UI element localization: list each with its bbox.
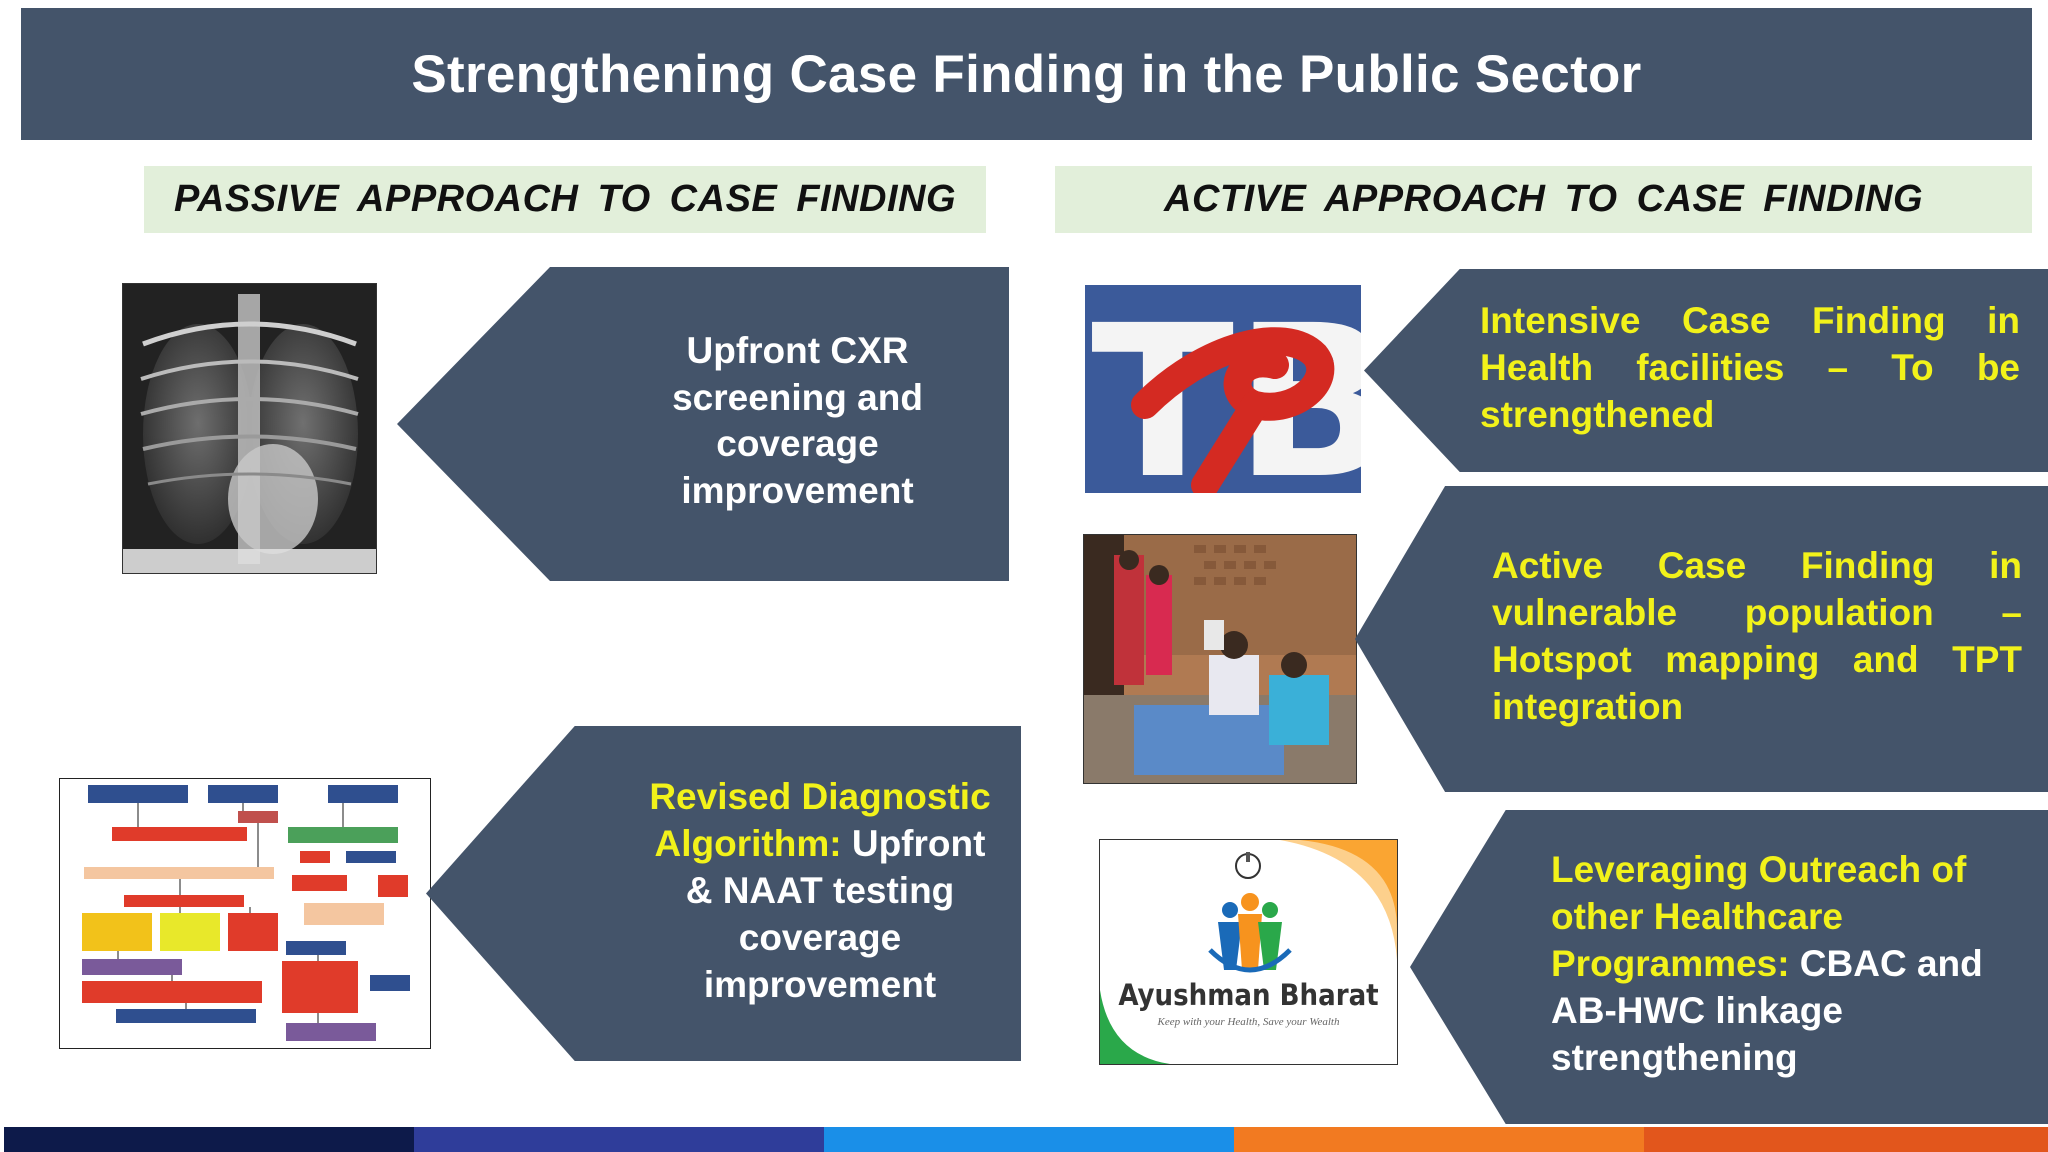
tb-logo-image: TB: [1085, 285, 1361, 493]
diagnostic-algorithm-image: [59, 778, 431, 1049]
intensive-case-finding-text: Intensive Case Finding in Health facilit…: [1480, 300, 2020, 435]
ayushman-bharat-image: Ayushman Bharat Keep with your Health, S…: [1099, 839, 1398, 1065]
footer-band-segment-5: [1644, 1127, 2048, 1152]
active-case-finding-arrow: [1355, 486, 2048, 792]
footer-band-segment-3: [824, 1127, 1234, 1152]
community-screening-photo: [1083, 534, 1357, 784]
title-bar: Strengthening Case Finding in the Public…: [21, 8, 2032, 140]
diagnostic-algorithm-highlight: Revised Diagnostic Algorithm:: [649, 776, 991, 864]
active-approach-header: ACTIVE APPROACH TO CASE FINDING: [1055, 166, 2032, 233]
ayushman-bharat-tagline: Keep with your Health, Save your Wealth: [1157, 1016, 1340, 1028]
outreach-arrow: [1410, 810, 2048, 1124]
outreach-highlight: Leveraging Outreach of other Healthcare …: [1551, 849, 1967, 984]
footer-band-segment-2: [414, 1127, 824, 1152]
diagnostic-algorithm-rest: Upfront & NAAT testing coverage improvem…: [685, 822, 986, 1005]
intensive-case-finding-arrow: [1364, 269, 2048, 472]
footer-band-segment-4: [1234, 1127, 1644, 1152]
page-title: Strengthening Case Finding in the Public…: [411, 44, 1642, 104]
outreach-text: Leveraging Outreach of other Healthcare …: [1551, 847, 2021, 1082]
chest-xray-image: [122, 283, 377, 574]
ayushman-bharat-name: Ayushman Bharat: [1118, 978, 1379, 1012]
diagnostic-algorithm-arrow: [426, 726, 1021, 1061]
footer-band-segment-1: [4, 1127, 414, 1152]
passive-approach-header: PASSIVE APPROACH TO CASE FINDING: [144, 166, 986, 233]
cxr-screening-text: Upfront CXR screening and coverage impro…: [672, 330, 923, 511]
outreach-rest: CBAC and AB-HWC linkage strengthening: [1551, 942, 1983, 1078]
diagnostic-algorithm-text: Revised Diagnostic Algorithm: Upfront & …: [640, 774, 1000, 1009]
active-case-finding-text: Active Case Finding in vulnerable popula…: [1492, 545, 2022, 727]
